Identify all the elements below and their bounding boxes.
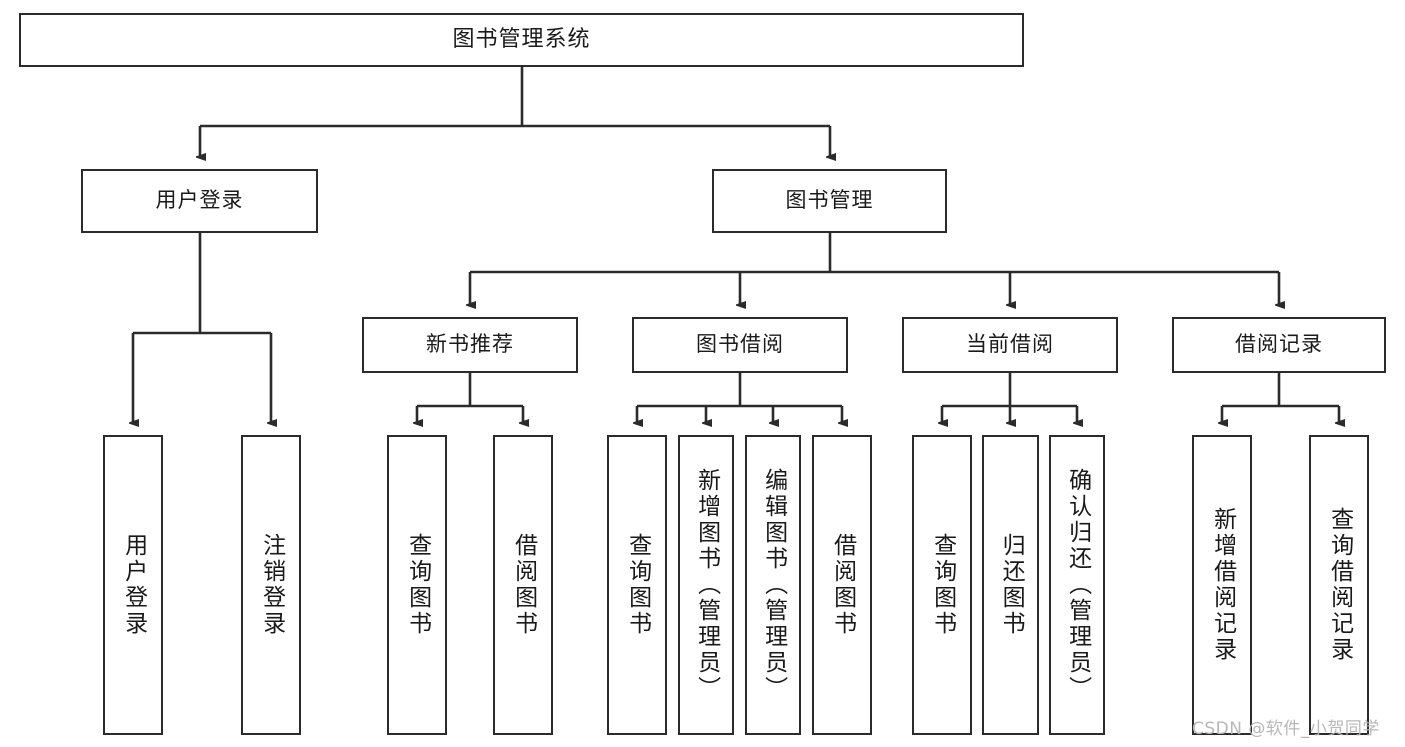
- node-new-book-recommend[interactable]: 新书推荐: [362, 317, 578, 373]
- leaf-label: 注销登录: [258, 533, 285, 637]
- leaf-new-book-query-book[interactable]: 查询图书: [387, 435, 447, 735]
- node-label: 当前借阅: [966, 332, 1054, 357]
- node-current-borrow[interactable]: 当前借阅: [902, 317, 1118, 373]
- leaf-borrow-record-query-record[interactable]: 查询借阅记录: [1309, 435, 1369, 735]
- leaf-new-book-borrow-book[interactable]: 借阅图书: [493, 435, 553, 735]
- leaf-label: 借阅图书: [510, 533, 537, 637]
- node-user-login[interactable]: 用户登录: [81, 169, 318, 233]
- node-label: 新书推荐: [426, 332, 514, 357]
- leaf-book-borrow-query-book[interactable]: 查询图书: [607, 435, 667, 735]
- node-root-book-management-system[interactable]: 图书管理系统: [19, 13, 1024, 67]
- leaf-label: 归还图书: [998, 533, 1025, 637]
- leaf-label: 用户登录: [120, 533, 147, 637]
- leaf-label: 查询图书: [929, 533, 956, 637]
- node-book-borrow[interactable]: 图书借阅: [632, 317, 848, 373]
- leaf-user-login-login[interactable]: 用户登录: [103, 435, 163, 735]
- node-label: 图书管理系统: [452, 26, 591, 52]
- leaf-label: 查询借阅记录: [1326, 507, 1353, 663]
- leaf-label: 查询图书: [624, 533, 651, 637]
- leaf-label: 查询图书: [404, 533, 431, 637]
- leaf-book-borrow-add-book-admin[interactable]: 新增图书（管理员）: [678, 435, 734, 735]
- watermark-text: CSDN @软件_小贺同学: [1192, 719, 1380, 739]
- leaf-borrow-record-add-record[interactable]: 新增借阅记录: [1192, 435, 1252, 735]
- leaf-current-borrow-return-book[interactable]: 归还图书: [982, 435, 1039, 735]
- leaf-current-borrow-query-book[interactable]: 查询图书: [912, 435, 972, 735]
- leaf-book-borrow-edit-book-admin[interactable]: 编辑图书（管理员）: [745, 435, 801, 735]
- leaf-label: 编辑图书（管理员）: [760, 468, 787, 702]
- node-label: 用户登录: [155, 188, 244, 213]
- leaf-label: 新增图书（管理员）: [693, 468, 720, 702]
- leaf-label: 借阅图书: [829, 533, 856, 637]
- leaf-label: 确认归还（管理员）: [1064, 468, 1091, 702]
- node-label: 图书管理: [785, 188, 874, 213]
- leaf-current-borrow-confirm-return-admin[interactable]: 确认归还（管理员）: [1049, 435, 1105, 735]
- node-label: 图书借阅: [696, 332, 784, 357]
- leaf-user-login-logout[interactable]: 注销登录: [241, 435, 301, 735]
- node-label: 借阅记录: [1235, 332, 1323, 357]
- leaf-book-borrow-borrow-book[interactable]: 借阅图书: [812, 435, 872, 735]
- node-book-management[interactable]: 图书管理: [712, 169, 947, 233]
- node-borrow-record[interactable]: 借阅记录: [1172, 317, 1386, 373]
- leaf-label: 新增借阅记录: [1209, 507, 1236, 663]
